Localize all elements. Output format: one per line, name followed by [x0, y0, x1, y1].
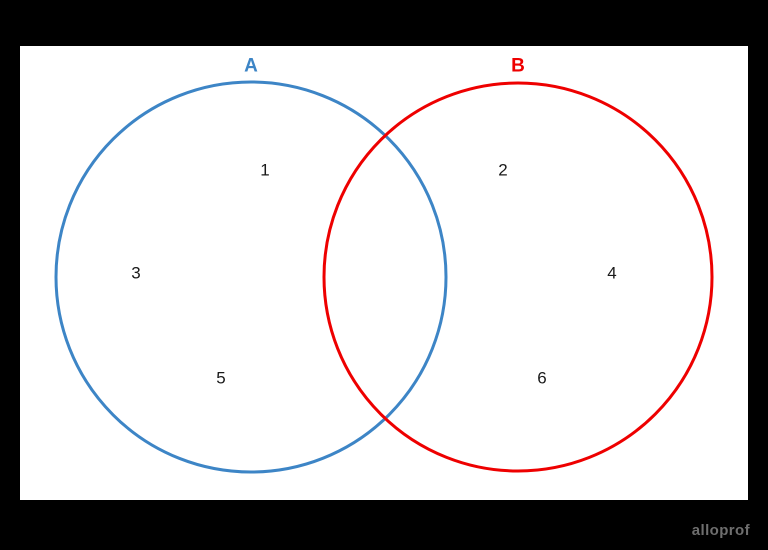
set-b-circle	[322, 81, 714, 473]
set-b-label: B	[511, 55, 525, 77]
venn-element-3: 3	[131, 263, 141, 283]
alloprof-watermark: alloprof	[691, 522, 750, 539]
venn-element-6: 6	[537, 368, 547, 388]
set-a-label: A	[244, 55, 258, 77]
set-a-circle	[54, 80, 448, 474]
venn-element-4: 4	[607, 263, 617, 283]
venn-element-2: 2	[498, 160, 508, 180]
venn-element-5: 5	[216, 368, 226, 388]
diagram-panel	[20, 46, 748, 500]
venn-element-1: 1	[260, 160, 270, 180]
